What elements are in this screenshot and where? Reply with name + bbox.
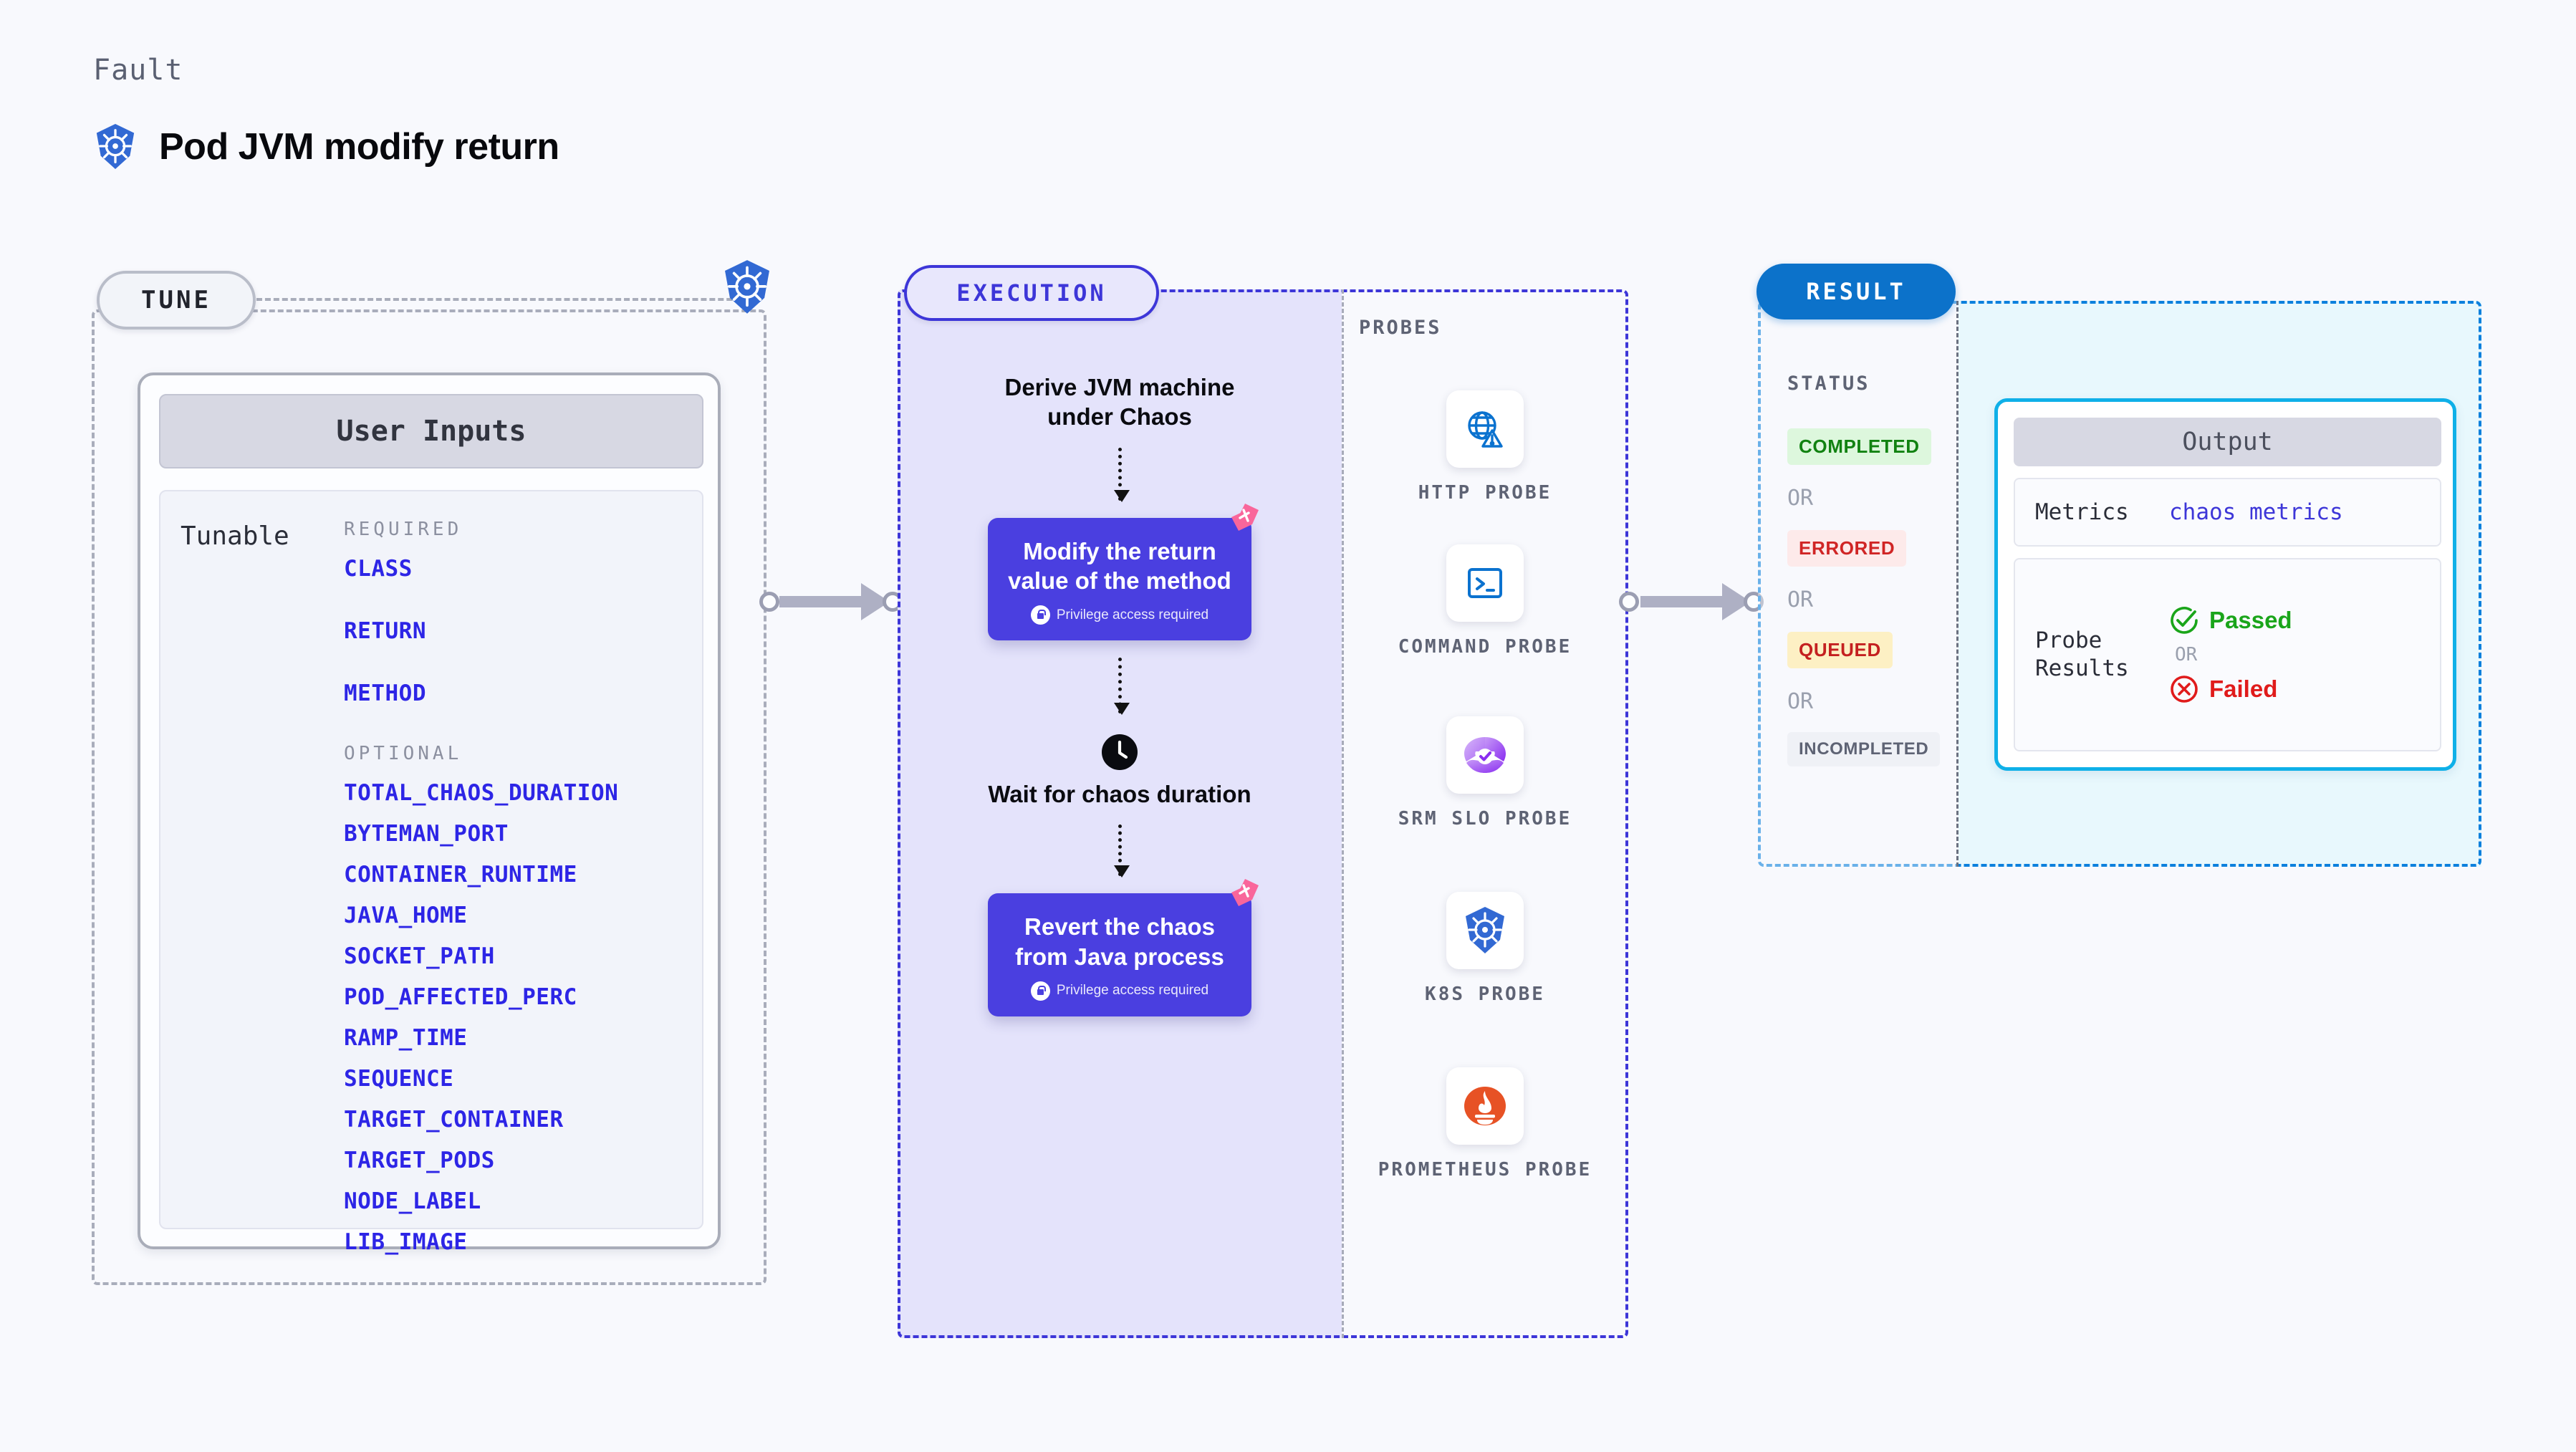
output-card: Output Metrics chaos metrics Probe Resul… <box>1994 398 2456 771</box>
probe-results-values: Passed OR Failed <box>2169 605 2292 704</box>
required-section-label: REQUIRED <box>344 519 463 540</box>
param-byteman-port[interactable]: BYTEMAN_PORT <box>344 821 509 847</box>
clock-icon <box>1102 734 1138 770</box>
param-target-pods[interactable]: TARGET_PODS <box>344 1148 495 1173</box>
user-inputs-title: User Inputs <box>159 394 703 468</box>
param-ramp-time[interactable]: RAMP_TIME <box>344 1025 468 1051</box>
exec-step-modify-card[interactable]: Modify the return value of the method Pr… <box>988 503 1259 640</box>
probe-prometheus[interactable]: PROMETHEUS PROBE <box>1378 1067 1592 1183</box>
param-return[interactable]: RETURN <box>344 618 426 644</box>
page-title: Pod JVM modify return <box>159 126 559 168</box>
status-or-2: OR <box>1787 587 1814 612</box>
param-pod-affected-perc[interactable]: POD_AFFECTED_PERC <box>344 984 577 1010</box>
probe-command-label: COMMAND PROBE <box>1398 636 1572 658</box>
probe-http-label: HTTP PROBE <box>1418 482 1552 504</box>
param-class[interactable]: CLASS <box>344 556 413 582</box>
kubernetes-icon <box>93 123 138 170</box>
x-circle-icon <box>2171 675 2198 703</box>
check-circle-icon <box>2171 607 2198 634</box>
page-title-row: Pod JVM modify return <box>93 123 559 170</box>
privilege-note-2-text: Privilege access required <box>1056 983 1209 999</box>
status-badge-completed: COMPLETED <box>1787 428 1931 465</box>
probe-result-failed: Failed <box>2169 674 2292 704</box>
status-column <box>1758 301 1959 867</box>
probe-passed-label: Passed <box>2209 607 2292 633</box>
optional-section-label: OPTIONAL <box>344 743 463 764</box>
tunable-body: Tunable REQUIRED CLASS RETURN METHOD OPT… <box>159 490 703 1255</box>
tune-to-k8s-dash <box>256 298 758 301</box>
privilege-note-1: Privilege access required <box>1001 605 1239 625</box>
status-title: STATUS <box>1787 372 1870 395</box>
exec-step-revert-card[interactable]: Revert the chaos from Java process Privi… <box>988 879 1259 1016</box>
srm-slo-icon <box>1446 716 1524 794</box>
privilege-note-1-text: Privilege access required <box>1056 607 1209 622</box>
tune-stage-pill[interactable]: TUNE <box>97 271 256 330</box>
output-title: Output <box>2014 418 2441 466</box>
param-container-runtime[interactable]: CONTAINER_RUNTIME <box>344 862 577 888</box>
tunable-label: Tunable <box>181 521 289 551</box>
metrics-key: Metrics <box>2035 499 2129 525</box>
probe-results-key: Probe Results <box>2035 628 2129 681</box>
probe-failed-label: Failed <box>2209 675 2278 702</box>
param-socket-path[interactable]: SOCKET_PATH <box>344 943 495 969</box>
privilege-note-2: Privilege access required <box>1001 981 1239 1001</box>
param-java-home[interactable]: JAVA_HOME <box>344 903 468 928</box>
flow-arrow-3 <box>1113 824 1130 878</box>
probe-k8s-label: K8S PROBE <box>1425 984 1545 1005</box>
param-list: REQUIRED CLASS RETURN METHOD OPTIONAL TO… <box>344 519 688 1270</box>
tune-stage-box <box>92 309 766 1285</box>
param-target-container[interactable]: TARGET_CONTAINER <box>344 1107 564 1133</box>
kubernetes-icon <box>1446 892 1524 969</box>
probe-k8s[interactable]: K8S PROBE <box>1378 892 1592 1007</box>
terminal-icon <box>1446 544 1524 622</box>
result-stage-box <box>1758 301 2481 867</box>
globe-warning-icon <box>1446 390 1524 468</box>
lock-icon <box>1030 981 1050 1001</box>
user-inputs-card: User Inputs Tunable REQUIRED CLASS RETUR… <box>138 372 721 1255</box>
metrics-value-link[interactable]: chaos metrics <box>2169 499 2343 525</box>
status-badge-queued: QUEUED <box>1787 632 1893 668</box>
result-stage-pill[interactable]: RESULT <box>1756 264 1956 319</box>
flow-arrow-2 <box>1113 658 1130 715</box>
param-total-chaos-duration[interactable]: TOTAL_CHAOS_DURATION <box>344 780 619 806</box>
probes-title: PROBES <box>1359 317 1442 339</box>
flow-arrow-1 <box>1113 447 1130 502</box>
status-badge-incompleted: INCOMPLETED <box>1787 732 1941 766</box>
probe-srm-slo-label: SRM SLO PROBE <box>1398 808 1572 830</box>
probe-http[interactable]: HTTP PROBE <box>1378 390 1592 506</box>
probe-prometheus-label: PROMETHEUS PROBE <box>1378 1159 1592 1181</box>
exec-step-wait: Wait for chaos duration <box>988 781 1251 807</box>
prometheus-icon <box>1446 1067 1524 1145</box>
param-lib-image[interactable]: LIB_IMAGE <box>344 1229 468 1255</box>
probes-subpanel <box>1342 289 1628 1338</box>
exec-step-modify-text: Modify the return value of the method <box>1008 537 1231 594</box>
kubernetes-badge-icon <box>721 259 774 315</box>
param-node-label[interactable]: NODE_LABEL <box>344 1188 481 1214</box>
execution-stage-box <box>898 289 1628 1338</box>
status-or-3: OR <box>1787 689 1814 714</box>
output-row-probe-results: Probe Results Passed OR Failed <box>2014 558 2441 751</box>
litmus-badge-icon <box>1229 501 1261 537</box>
exec-step-revert-text: Revert the chaos from Java process <box>1015 913 1224 970</box>
probe-result-or: OR <box>2175 644 2198 665</box>
probe-srm-slo[interactable]: SRM SLO PROBE <box>1378 716 1592 832</box>
status-badge-errored: ERRORED <box>1787 530 1907 567</box>
param-sequence[interactable]: SEQUENCE <box>344 1066 454 1092</box>
execution-flow: Derive JVM machine under Chaos Modify th… <box>976 372 1263 1016</box>
param-method[interactable]: METHOD <box>344 681 426 706</box>
output-row-metrics: Metrics chaos metrics <box>2014 478 2441 547</box>
probe-command[interactable]: COMMAND PROBE <box>1378 544 1592 660</box>
litmus-badge-icon <box>1229 876 1261 913</box>
probe-result-passed: Passed <box>2169 605 2292 635</box>
execution-stage-pill[interactable]: EXECUTION <box>904 265 1159 321</box>
exec-step-derive: Derive JVM machine under Chaos <box>1004 374 1235 431</box>
page-kicker: Fault <box>93 54 183 87</box>
status-or-1: OR <box>1787 486 1814 511</box>
lock-icon <box>1030 605 1050 625</box>
